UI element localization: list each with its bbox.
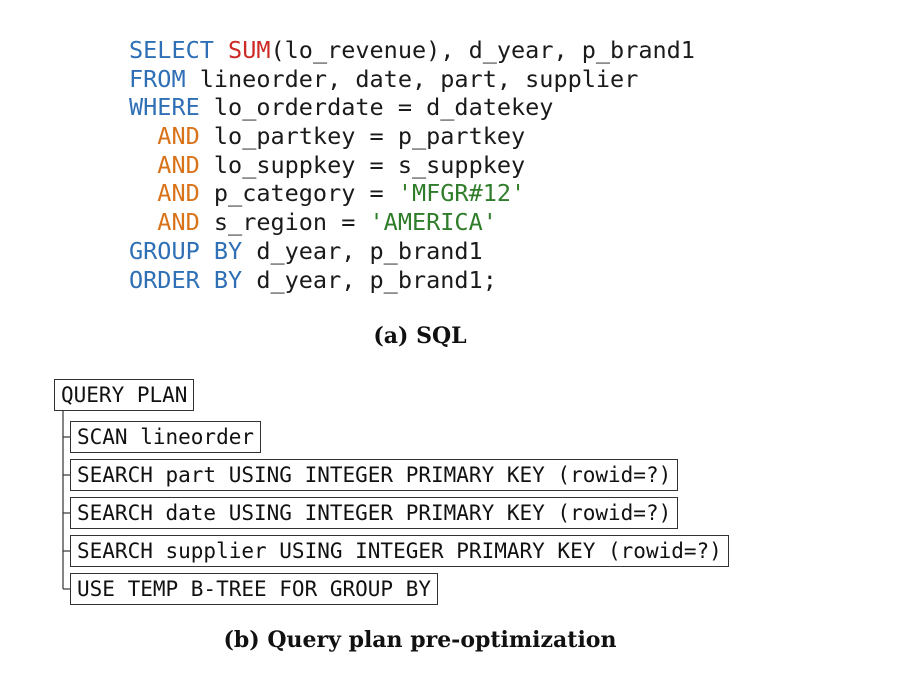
sql-token	[129, 122, 157, 150]
sql-line: AND s_region = 'AMERICA'	[129, 208, 695, 237]
sql-token: (lo_revenue), d_year, p_brand1	[270, 36, 695, 64]
sql-token: AND	[157, 208, 200, 237]
sql-token: AND	[157, 179, 200, 208]
sql-token: lo_suppkey = s_suppkey	[199, 150, 526, 179]
query-plan-step: SCAN lineorder	[70, 421, 262, 453]
sql-line: AND lo_partkey = p_partkey	[129, 122, 695, 151]
query-plan-step: SEARCH date USING INTEGER PRIMARY KEY (r…	[70, 497, 679, 529]
sql-token	[129, 151, 157, 179]
query-plan-step: SEARCH supplier USING INTEGER PRIMARY KE…	[70, 535, 729, 567]
sql-token: FROM	[129, 64, 186, 93]
query-plan-step: SEARCH part USING INTEGER PRIMARY KEY (r…	[70, 459, 679, 491]
caption-query-plan: (b) Query plan pre-optimization	[223, 627, 617, 653]
sql-token	[129, 179, 157, 207]
sql-token: WHERE	[129, 93, 200, 122]
sql-token: SELECT	[129, 36, 229, 64]
query-plan-step: USE TEMP B-TREE FOR GROUP BY	[70, 573, 439, 605]
sql-token: GROUP BY	[129, 236, 243, 265]
sql-line: FROM lineorder, date, part, supplier	[129, 65, 695, 94]
sql-token: p_category =	[199, 179, 398, 208]
sql-token	[129, 208, 157, 236]
caption-sql: (a) SQL	[373, 323, 467, 349]
query-plan-root: QUERY PLAN	[54, 379, 195, 411]
sql-token: 'AMERICA'	[369, 208, 497, 237]
sql-line: SELECT SUM(lo_revenue), d_year, p_brand1	[129, 36, 695, 65]
sql-token: d_year, p_brand1;	[242, 265, 497, 294]
sql-line: AND p_category = 'MFGR#12'	[129, 179, 695, 208]
sql-line: ORDER BY d_year, p_brand1;	[129, 266, 695, 295]
sql-token: d_year, p_brand1	[242, 236, 483, 265]
sql-token: SUM	[228, 36, 271, 64]
sql-line: WHERE lo_orderdate = d_datekey	[129, 93, 695, 122]
sql-token: lineorder, date, part, supplier	[185, 64, 639, 93]
sql-token: 'MFGR#12'	[397, 179, 526, 208]
sql-code-block: SELECT SUM(lo_revenue), d_year, p_brand1…	[129, 36, 695, 294]
sql-token: ORDER BY	[129, 265, 243, 294]
sql-token: s_region =	[199, 208, 370, 237]
sql-token: lo_orderdate = d_datekey	[199, 93, 554, 122]
sql-token: lo_partkey = p_partkey	[199, 122, 526, 151]
sql-token: AND	[157, 150, 200, 179]
sql-line: GROUP BY d_year, p_brand1	[129, 237, 695, 266]
sql-token: AND	[157, 122, 200, 151]
sql-line: AND lo_suppkey = s_suppkey	[129, 151, 695, 180]
